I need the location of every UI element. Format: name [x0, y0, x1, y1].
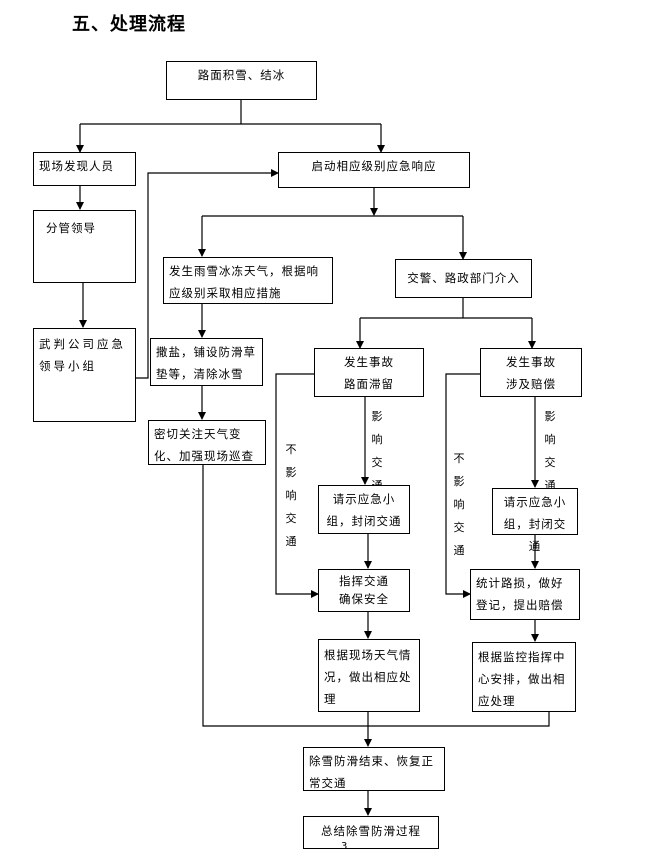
node-manager-in-charge: 分管领导 — [33, 210, 136, 283]
connector — [202, 464, 550, 727]
node-start-emergency-response: 启动相应级别应急响应 — [278, 152, 470, 188]
node-handle-per-site-weather: 根据现场天气情况，做出相应处理 — [318, 639, 420, 712]
node-police-road-dept: 交警、路政部门介入 — [395, 259, 532, 298]
node-handle-per-monitoring-center: 根据监控指挥中心安排，做出相应处理 — [472, 642, 576, 712]
node-monitor-weather-patrol: 密切关注天气变化、加强现场巡查 — [148, 420, 266, 465]
node-emergency-leadership-group: 武判公司应急领导小组 — [33, 328, 136, 422]
node-request-close-traffic-left: 请示应急小组，封闭交通 — [318, 485, 410, 534]
node-request-close-traffic-right: 请示应急小组，封闭交通 — [492, 488, 578, 553]
node-onsite-discoverer: 现场发现人员 — [33, 152, 136, 186]
node-accident-road-stranded: 发生事故 路面滞留 — [314, 348, 424, 397]
edge-label-left-affects-traffic: 影响交通 — [371, 410, 383, 492]
connector — [136, 169, 279, 379]
edge-label-left-no-effect: 不影响交通 — [285, 443, 297, 548]
node-end-snow-removal: 除雪防滑结束、恢复正常交通 — [303, 747, 445, 791]
node-accident-compensation: 发生事故 涉及赔偿 — [480, 348, 582, 397]
node-salt-and-clear-ice: 撒盐，铺设防滑草垫等，清除冰雪 — [150, 338, 263, 386]
connector — [275, 373, 319, 598]
section-title: 五、处理流程 — [72, 14, 186, 35]
node-direct-traffic-safety: 指挥交通 确保安全 — [318, 569, 410, 612]
page-number: 3 — [341, 841, 348, 852]
edge-label-right-no-effect: 不影响交通 — [453, 452, 465, 557]
node-summarize-process: 总结除雪防滑过程 — [303, 816, 439, 849]
edge-label-right-affects-traffic: 影响交通 — [544, 410, 556, 492]
connector — [445, 373, 480, 598]
node-record-damage-compensation: 统计路损，做好登记，提出赔偿 — [470, 569, 580, 620]
node-weather-measures: 发生雨雪冰冻天气，根据响应级别采取相应措施 — [163, 257, 333, 304]
node-road-snow-ice: 路面积雪、结冰 — [166, 61, 317, 100]
